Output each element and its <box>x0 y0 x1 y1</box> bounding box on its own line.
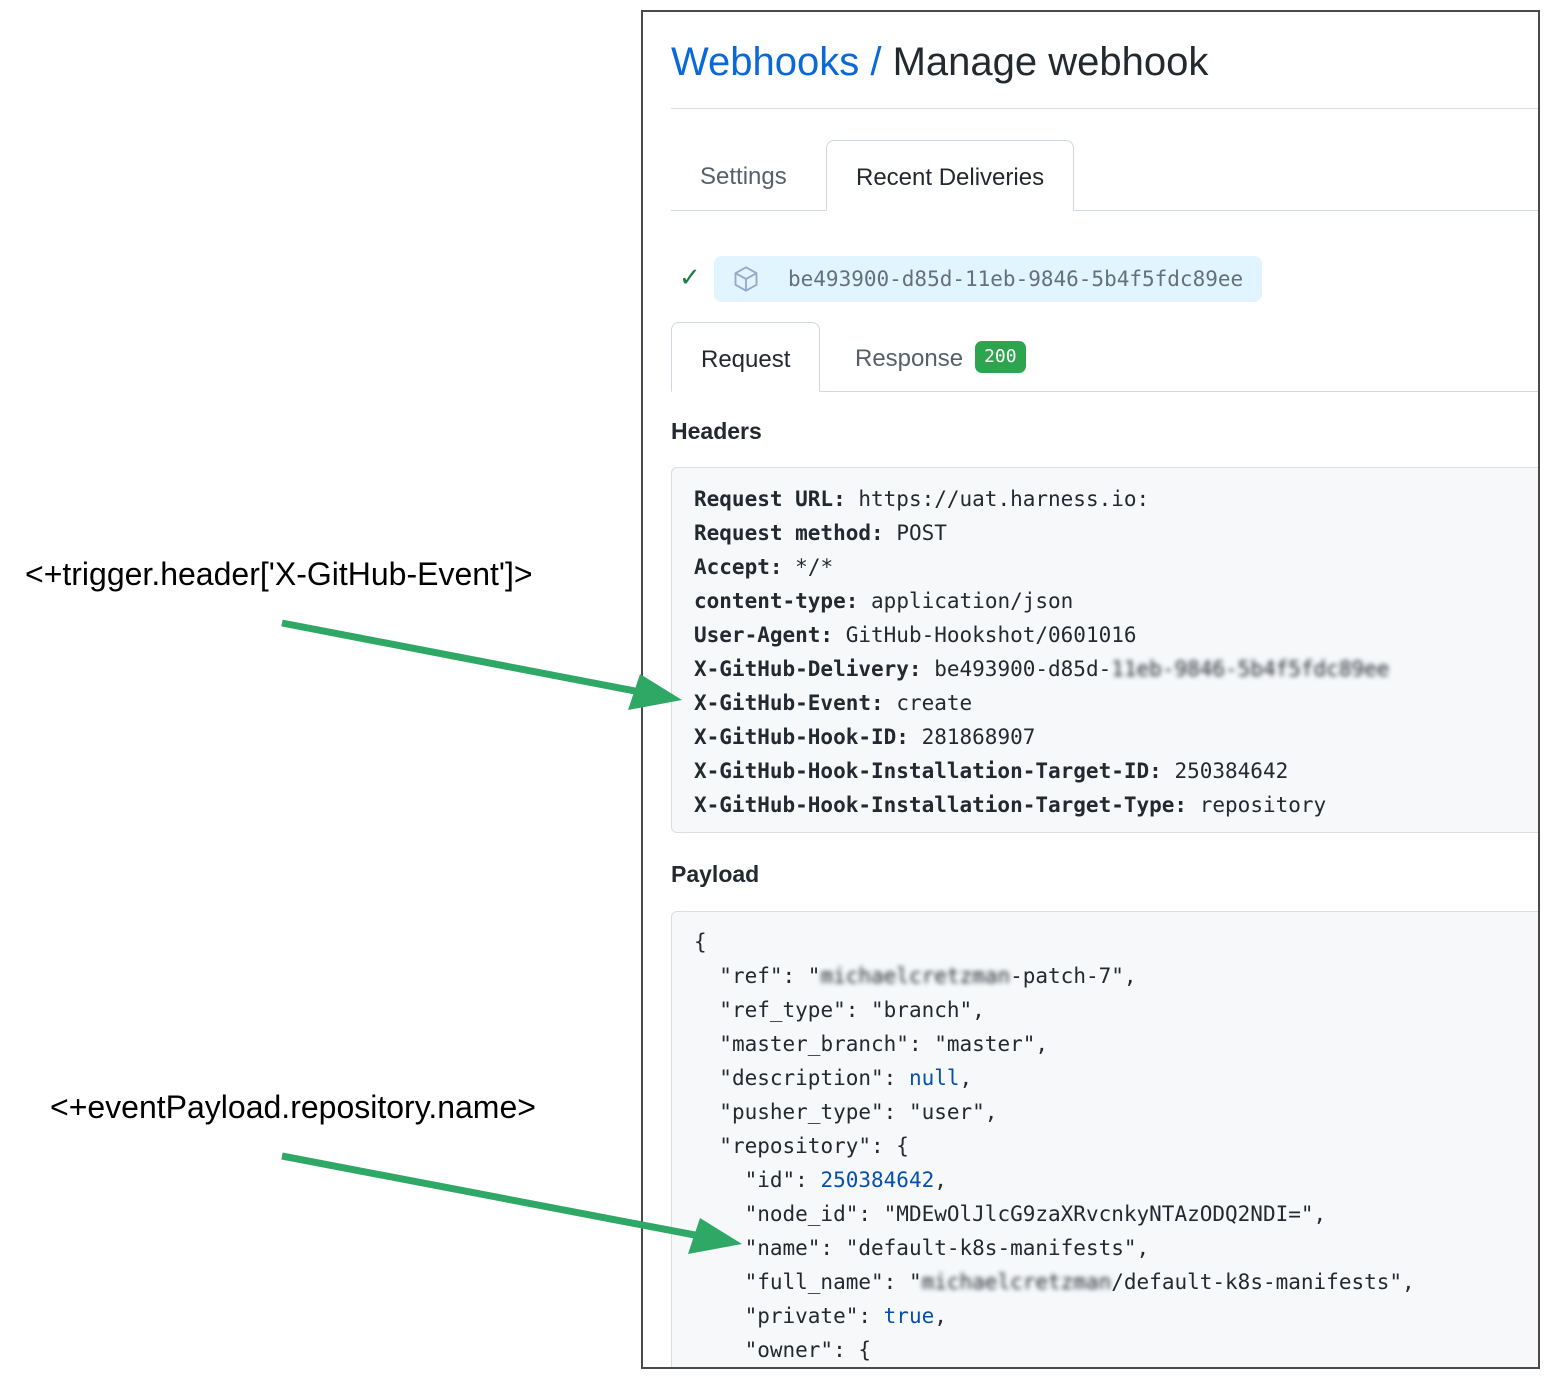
header-row: X-GitHub-Hook-Installation-Target-ID: 25… <box>694 754 1525 788</box>
header-value: 281868907 <box>921 725 1036 749</box>
page-title: Webhooks / Manage webhook <box>671 40 1208 85</box>
header-row: content-type: application/json <box>694 584 1525 618</box>
header-value: be493900-d85d- <box>934 657 1112 681</box>
header-row: X-GitHub-Event: create <box>694 686 1525 720</box>
arrow-to-repository-name <box>281 1152 701 1240</box>
header-value: GitHub-Hookshot/0601016 <box>845 623 1137 647</box>
redacted-value: michaelcretzman <box>820 964 1011 988</box>
payload-line: "owner": { <box>694 1333 1525 1367</box>
tab-request[interactable]: Request <box>671 322 821 392</box>
json-literal: null <box>908 1066 960 1090</box>
header-key: X-GitHub-Hook-ID: <box>694 725 909 749</box>
header-key: Request URL: <box>694 487 846 511</box>
header-value: POST <box>896 521 947 545</box>
payload-line: "name": "default-k8s-manifests", <box>694 1231 1525 1265</box>
header-key: X-GitHub-Event: <box>694 691 884 715</box>
payload-line: { <box>694 925 1525 959</box>
package-icon <box>734 266 758 292</box>
header-key: X-GitHub-Delivery: <box>694 657 922 681</box>
json-text: , <box>959 1066 973 1090</box>
payload-line: "full_name": "michaelcretzman/default-k8… <box>694 1265 1525 1299</box>
tab-response[interactable]: Response 200 <box>826 322 1055 392</box>
json-text: "id": <box>744 1168 821 1192</box>
payload-line: "pusher_type": "user", <box>694 1095 1525 1129</box>
payload-line: "id": 250384642, <box>694 1163 1525 1197</box>
header-row: Request URL: https://uat.harness.io: <box>694 482 1525 516</box>
json-text: "private": <box>744 1304 884 1328</box>
json-text: "full_name": " <box>744 1270 922 1294</box>
json-text: "name": "default-k8s-manifests", <box>744 1236 1150 1260</box>
header-key: X-GitHub-Hook-Installation-Target-Type: <box>694 793 1188 817</box>
arrowhead-icon <box>628 674 682 710</box>
tab-response-label: Response <box>855 345 964 372</box>
header-row: Request method: POST <box>694 516 1525 550</box>
tab-bar: Settings Recent Deliveries <box>671 140 1538 211</box>
json-text: "node_id": "MDEwOlJlcG9zaXRvcnkyNTAzODQ2… <box>744 1202 1327 1226</box>
json-text: "repository": { <box>719 1134 909 1158</box>
page-title-text: Manage webhook <box>892 40 1209 84</box>
tab-settings[interactable]: Settings <box>700 163 787 190</box>
payload-line: "node_id": "MDEwOlJlcG9zaXRvcnkyNTAzODQ2… <box>694 1197 1525 1231</box>
header-value: repository <box>1199 793 1327 817</box>
json-text: -patch-7", <box>1010 964 1137 988</box>
status-badge: 200 <box>975 340 1026 373</box>
breadcrumb-webhooks-link[interactable]: Webhooks <box>671 40 860 84</box>
payload-line: "private": true, <box>694 1299 1525 1333</box>
annotation-event-payload: <+eventPayload.repository.name> <box>50 1089 536 1125</box>
header-key: X-GitHub-Hook-Installation-Target-ID: <box>694 759 1162 783</box>
annotation-trigger-header: <+trigger.header['X-GitHub-Event']> <box>25 556 533 592</box>
header-value: application/json <box>871 589 1074 613</box>
header-value: 250384642 <box>1174 759 1289 783</box>
headers-block: Request URL: https://uat.harness.io:Requ… <box>671 467 1538 833</box>
json-literal: 250384642 <box>820 1168 935 1192</box>
breadcrumb-separator: / <box>859 40 893 84</box>
header-value: https://uat.harness.io: <box>858 487 1150 511</box>
headers-heading: Headers <box>671 418 762 444</box>
delivery-item[interactable]: be493900-d85d-11eb-9846-5b4f5fdc89ee <box>714 256 1262 302</box>
json-text: , <box>934 1304 947 1328</box>
payload-heading: Payload <box>671 861 760 887</box>
json-text: "description": <box>719 1066 909 1090</box>
payload-block: { "ref": "michaelcretzman-patch-7", "ref… <box>671 911 1538 1367</box>
json-text: "ref_type": "branch", <box>719 998 985 1022</box>
payload-line: "master_branch": "master", <box>694 1027 1525 1061</box>
json-text: "pusher_type": "user", <box>719 1100 998 1124</box>
header-row: X-GitHub-Delivery: be493900-d85d-11eb-98… <box>694 652 1525 686</box>
header-row: X-GitHub-Hook-Installation-Target-Type: … <box>694 788 1525 822</box>
redacted-value: michaelcretzman <box>921 1270 1112 1294</box>
check-icon: ✓ <box>679 262 701 292</box>
json-text: , <box>934 1168 947 1192</box>
request-response-tabs: Request Response 200 <box>671 322 1538 392</box>
divider <box>671 108 1538 109</box>
json-text: { <box>694 930 707 954</box>
payload-line: "repository": { <box>694 1129 1525 1163</box>
json-text: "ref": " <box>719 964 821 988</box>
header-row: X-GitHub-Hook-ID: 281868907 <box>694 720 1525 754</box>
header-row: User-Agent: GitHub-Hookshot/0601016 <box>694 618 1525 652</box>
header-key: User-Agent: <box>694 623 834 647</box>
delivery-guid: be493900-d85d-11eb-9846-5b4f5fdc89ee <box>788 267 1244 291</box>
payload-line: "ref": "michaelcretzman-patch-7", <box>694 959 1525 993</box>
json-text: "master_branch": "master", <box>719 1032 1049 1056</box>
header-key: content-type: <box>694 589 859 613</box>
header-row: Accept: */* <box>694 550 1525 584</box>
payload-line: "ref_type": "branch", <box>694 993 1525 1027</box>
header-value: */* <box>795 555 834 579</box>
tab-recent-deliveries[interactable]: Recent Deliveries <box>826 140 1075 211</box>
arrowhead-icon <box>688 1218 742 1254</box>
header-key: Request method: <box>694 521 884 545</box>
arrow-to-event-header <box>281 619 641 696</box>
webhook-panel: Webhooks / Manage webhook Settings Recen… <box>641 10 1540 1369</box>
redacted-value: 11eb-9846-5b4f5fdc89ee <box>1111 657 1390 681</box>
payload-line: "description": null, <box>694 1061 1525 1095</box>
json-literal: true <box>883 1304 935 1328</box>
json-text: /default-k8s-manifests", <box>1111 1270 1415 1294</box>
json-text: "owner": { <box>744 1338 872 1362</box>
header-value: create <box>896 691 973 715</box>
header-key: Accept: <box>694 555 783 579</box>
